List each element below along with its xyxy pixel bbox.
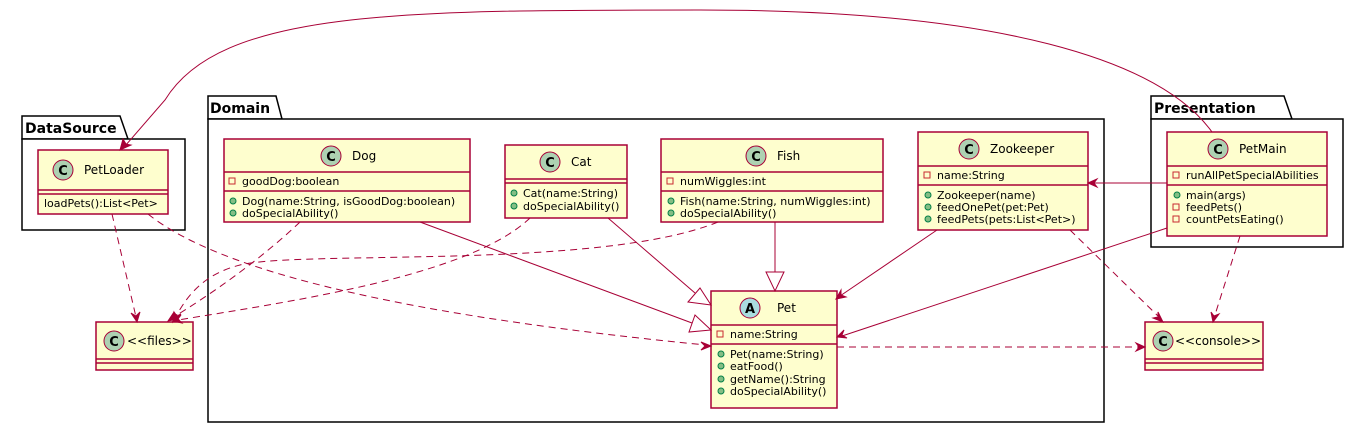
field-item: numWiggles:int xyxy=(680,175,767,188)
edge-petmain-petloader xyxy=(119,9,1213,151)
class-spot-letter: C xyxy=(751,150,761,165)
edge-petmain-pet xyxy=(835,227,1168,339)
class-console: C <<console>> xyxy=(1144,321,1264,371)
field-item: runAllPetSpecialAbilities xyxy=(1186,169,1319,182)
private-visibility-icon xyxy=(666,177,674,185)
public-visibility-icon xyxy=(510,189,518,197)
package-domain-label: Domain xyxy=(210,101,270,117)
class-spot-letter: C xyxy=(1213,143,1223,158)
class-name: <<console>> xyxy=(1175,334,1261,348)
package-presentation-label: Presentation xyxy=(1154,101,1256,117)
class-name: PetLoader xyxy=(84,163,144,177)
class-name: Zookeeper xyxy=(990,142,1054,156)
class-petloader: C PetLoader loadPets():List<Pet> xyxy=(37,149,169,215)
public-visibility-icon xyxy=(1173,191,1181,199)
edge-petmain-zookeeper xyxy=(1086,177,1167,189)
edge-zookeeper-console xyxy=(1069,229,1165,323)
method-item: loadPets():List<Pet> xyxy=(44,197,158,210)
abstract-spot-icon xyxy=(739,297,761,319)
class-spot-letter: C xyxy=(326,150,336,165)
class-name: PetMain xyxy=(1239,142,1287,156)
method-item: feedPets(pets:List<Pet>) xyxy=(937,213,1076,226)
class-fish: C Fish numWiggles:int Fish(name:String, … xyxy=(660,138,884,223)
method-item: getName():String xyxy=(730,373,826,386)
class-name: Pet xyxy=(777,301,796,315)
class-name: Fish xyxy=(777,149,800,163)
private-visibility-icon xyxy=(1172,171,1180,179)
public-visibility-icon xyxy=(717,350,725,358)
class-name: Dog xyxy=(352,149,376,163)
edge-cat-pet-inheritance xyxy=(607,217,713,306)
edge-zookeeper-pet xyxy=(835,229,938,300)
class-spot-letter: C xyxy=(109,335,119,350)
class-dog: C Dog goodDog:boolean Dog(name:String, i… xyxy=(223,138,471,223)
method-item: main(args) xyxy=(1186,189,1246,202)
public-visibility-icon xyxy=(229,197,237,205)
private-visibility-icon xyxy=(923,171,931,179)
public-visibility-icon xyxy=(667,209,675,217)
method-item: Fish(name:String, numWiggles:int) xyxy=(680,195,871,208)
edge-dog-pet-inheritance xyxy=(419,221,713,333)
class-spot-icon xyxy=(320,145,342,167)
method-item: Zookeeper(name) xyxy=(937,189,1036,202)
method-item: countPetsEating() xyxy=(1186,213,1284,226)
public-visibility-icon xyxy=(229,209,237,217)
class-cat: C Cat Cat(name:String) doSpecialAbility(… xyxy=(504,144,628,219)
method-item: doSpecialAbility() xyxy=(523,200,619,213)
method-item: Cat(name:String) xyxy=(523,187,618,200)
public-visibility-icon xyxy=(717,387,725,395)
private-visibility-icon xyxy=(1172,215,1180,223)
public-visibility-icon xyxy=(924,203,932,211)
class-spot-letter: C xyxy=(545,156,555,171)
public-visibility-icon xyxy=(924,215,932,223)
class-spot-icon xyxy=(539,151,561,173)
class-name: <<files>> xyxy=(127,334,192,348)
method-item: doSpecialAbility() xyxy=(242,207,338,220)
edge-pet-console xyxy=(837,341,1147,353)
class-spot-icon xyxy=(1207,138,1229,160)
class-spot-icon xyxy=(1152,330,1174,352)
class-petmain: C PetMain runAllPetSpecialAbilities main… xyxy=(1166,131,1328,237)
class-spot-letter: C xyxy=(58,164,68,179)
class-files: C <<files>> xyxy=(95,321,194,371)
public-visibility-icon xyxy=(717,362,725,370)
field-item: name:String xyxy=(730,328,798,341)
edge-petloader-files xyxy=(111,213,141,324)
private-visibility-icon xyxy=(1172,203,1180,211)
field-item: goodDog:boolean xyxy=(242,175,339,188)
field-item: name:String xyxy=(937,169,1005,182)
method-item: eatFood() xyxy=(730,360,783,373)
method-item: Pet(name:String) xyxy=(730,348,824,361)
method-item: doSpecialAbility() xyxy=(730,385,826,398)
class-pet: A Pet name:String Pet(name:String) eatFo… xyxy=(710,290,838,409)
private-visibility-icon xyxy=(716,330,724,338)
public-visibility-icon xyxy=(924,191,932,199)
class-spot-icon xyxy=(103,330,125,352)
class-spot-letter: A xyxy=(745,302,755,317)
edge-fish-files xyxy=(172,221,719,324)
class-spot-icon xyxy=(52,159,74,181)
edge-petmain-console xyxy=(1210,235,1241,324)
public-visibility-icon xyxy=(667,197,675,205)
method-item: Dog(name:String, isGoodDog:boolean) xyxy=(242,195,455,208)
private-visibility-icon xyxy=(228,177,236,185)
class-name: Cat xyxy=(571,155,592,169)
class-zookeeper: C Zookeeper name:String Zookeeper(name) … xyxy=(917,131,1089,231)
class-spot-letter: C xyxy=(964,143,974,158)
package-datasource-label: DataSource xyxy=(25,121,117,137)
edge-fish-pet-inheritance xyxy=(765,222,785,293)
public-visibility-icon xyxy=(510,202,518,210)
method-item: doSpecialAbility() xyxy=(680,207,776,220)
method-item: feedPets() xyxy=(1186,201,1242,214)
public-visibility-icon xyxy=(717,375,725,383)
class-spot-letter: C xyxy=(1158,335,1168,350)
method-item: feedOnePet(pet:Pet) xyxy=(937,201,1049,214)
class-spot-icon xyxy=(745,145,767,167)
class-spot-icon xyxy=(958,138,980,160)
edge-petloader-pet xyxy=(147,213,713,351)
